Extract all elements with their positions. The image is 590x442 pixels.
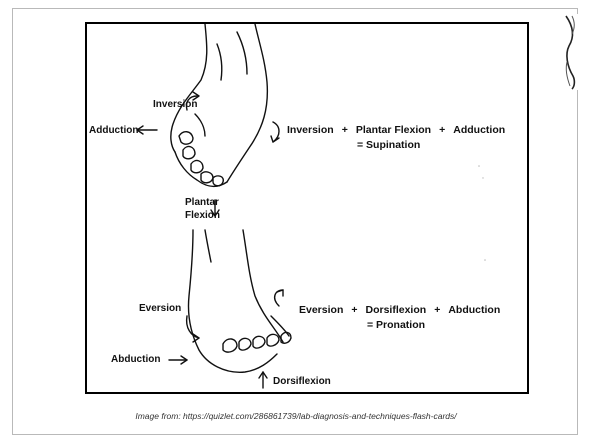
label-eversion: Eversion: [139, 303, 181, 315]
decorative-spine-graphic: [563, 14, 579, 90]
equation-plus: +: [434, 304, 440, 316]
equation-plus: +: [342, 124, 348, 136]
foot-motion-diagram: Inversion Adduction Plantar Flexion Inve…: [85, 22, 529, 394]
label-dorsiflexion: Dorsiflexion: [273, 376, 331, 388]
label-plantar-flexion-1: Plantar: [185, 197, 219, 209]
label-inversion: Inversion: [153, 99, 197, 111]
equation-term-dorsiflexion: Dorsiflexion: [366, 304, 427, 316]
foot-illustration: [87, 24, 527, 392]
equation-plus: +: [439, 124, 445, 136]
equation-term-adduction: Adduction: [453, 124, 505, 136]
label-plantar-flexion-2: Flexion: [185, 210, 220, 222]
slide: Inversion Adduction Plantar Flexion Inve…: [12, 8, 578, 435]
equation-term-plantar-flexion: Plantar Flexion: [356, 124, 431, 136]
equation-term-abduction: Abduction: [448, 304, 500, 316]
pronation-result: = Pronation: [367, 319, 425, 331]
supination-result: = Supination: [357, 139, 420, 151]
label-abduction: Abduction: [111, 354, 160, 366]
pronation-equation: Eversion + Dorsiflexion + Abduction: [299, 304, 500, 316]
supination-equation: Inversion + Plantar Flexion + Adduction: [287, 124, 505, 136]
equation-term-inversion: Inversion: [287, 124, 334, 136]
equation-term-eversion: Eversion: [299, 304, 343, 316]
image-source-caption: Image from: https://quizlet.com/28686173…: [13, 411, 579, 421]
label-adduction: Adduction: [89, 125, 138, 137]
equation-plus: +: [351, 304, 357, 316]
